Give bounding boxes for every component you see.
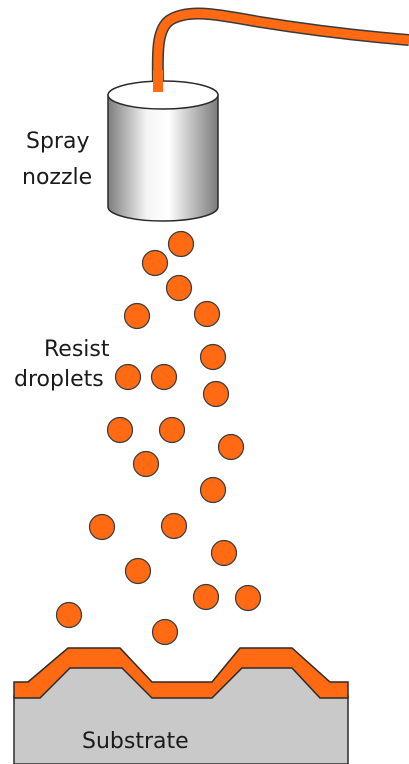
resist-droplet [55,601,83,629]
resist-droplet [160,512,188,540]
spray-nozzle [107,70,219,222]
resist-droplet [151,618,179,646]
nozzle-tube-entry [153,70,163,92]
substrate [13,647,349,764]
resist-droplet [234,584,262,612]
nozzle-label-line1: Spray [26,129,89,154]
resist-droplet [193,300,221,328]
resist-droplet [141,249,169,277]
resist-droplet [165,274,193,302]
droplets-label-line2: droplets [14,367,104,392]
nozzle-body [107,94,219,222]
resist-droplet [217,433,245,461]
resist-droplets [55,230,262,646]
resist-droplet [124,557,152,585]
resist-droplet [158,416,186,444]
resist-droplet [132,450,160,478]
substrate-label: Substrate [82,729,189,754]
resist-droplet [88,513,116,541]
resist-droplet [167,230,195,258]
nozzle-label-line2: nozzle [22,165,92,190]
resist-droplet [106,416,134,444]
resist-droplet [199,476,227,504]
resist-droplet [202,380,230,408]
resist-droplet [150,363,178,391]
resist-droplet [123,302,151,330]
resist-droplet [199,343,227,371]
resist-droplet [210,539,238,567]
resist-supply-tube-fill [153,9,409,91]
resist-droplet [114,363,142,391]
resist-droplet [192,583,220,611]
droplets-label-line1: Resist [44,337,110,362]
resist-coating-layer [13,647,349,699]
